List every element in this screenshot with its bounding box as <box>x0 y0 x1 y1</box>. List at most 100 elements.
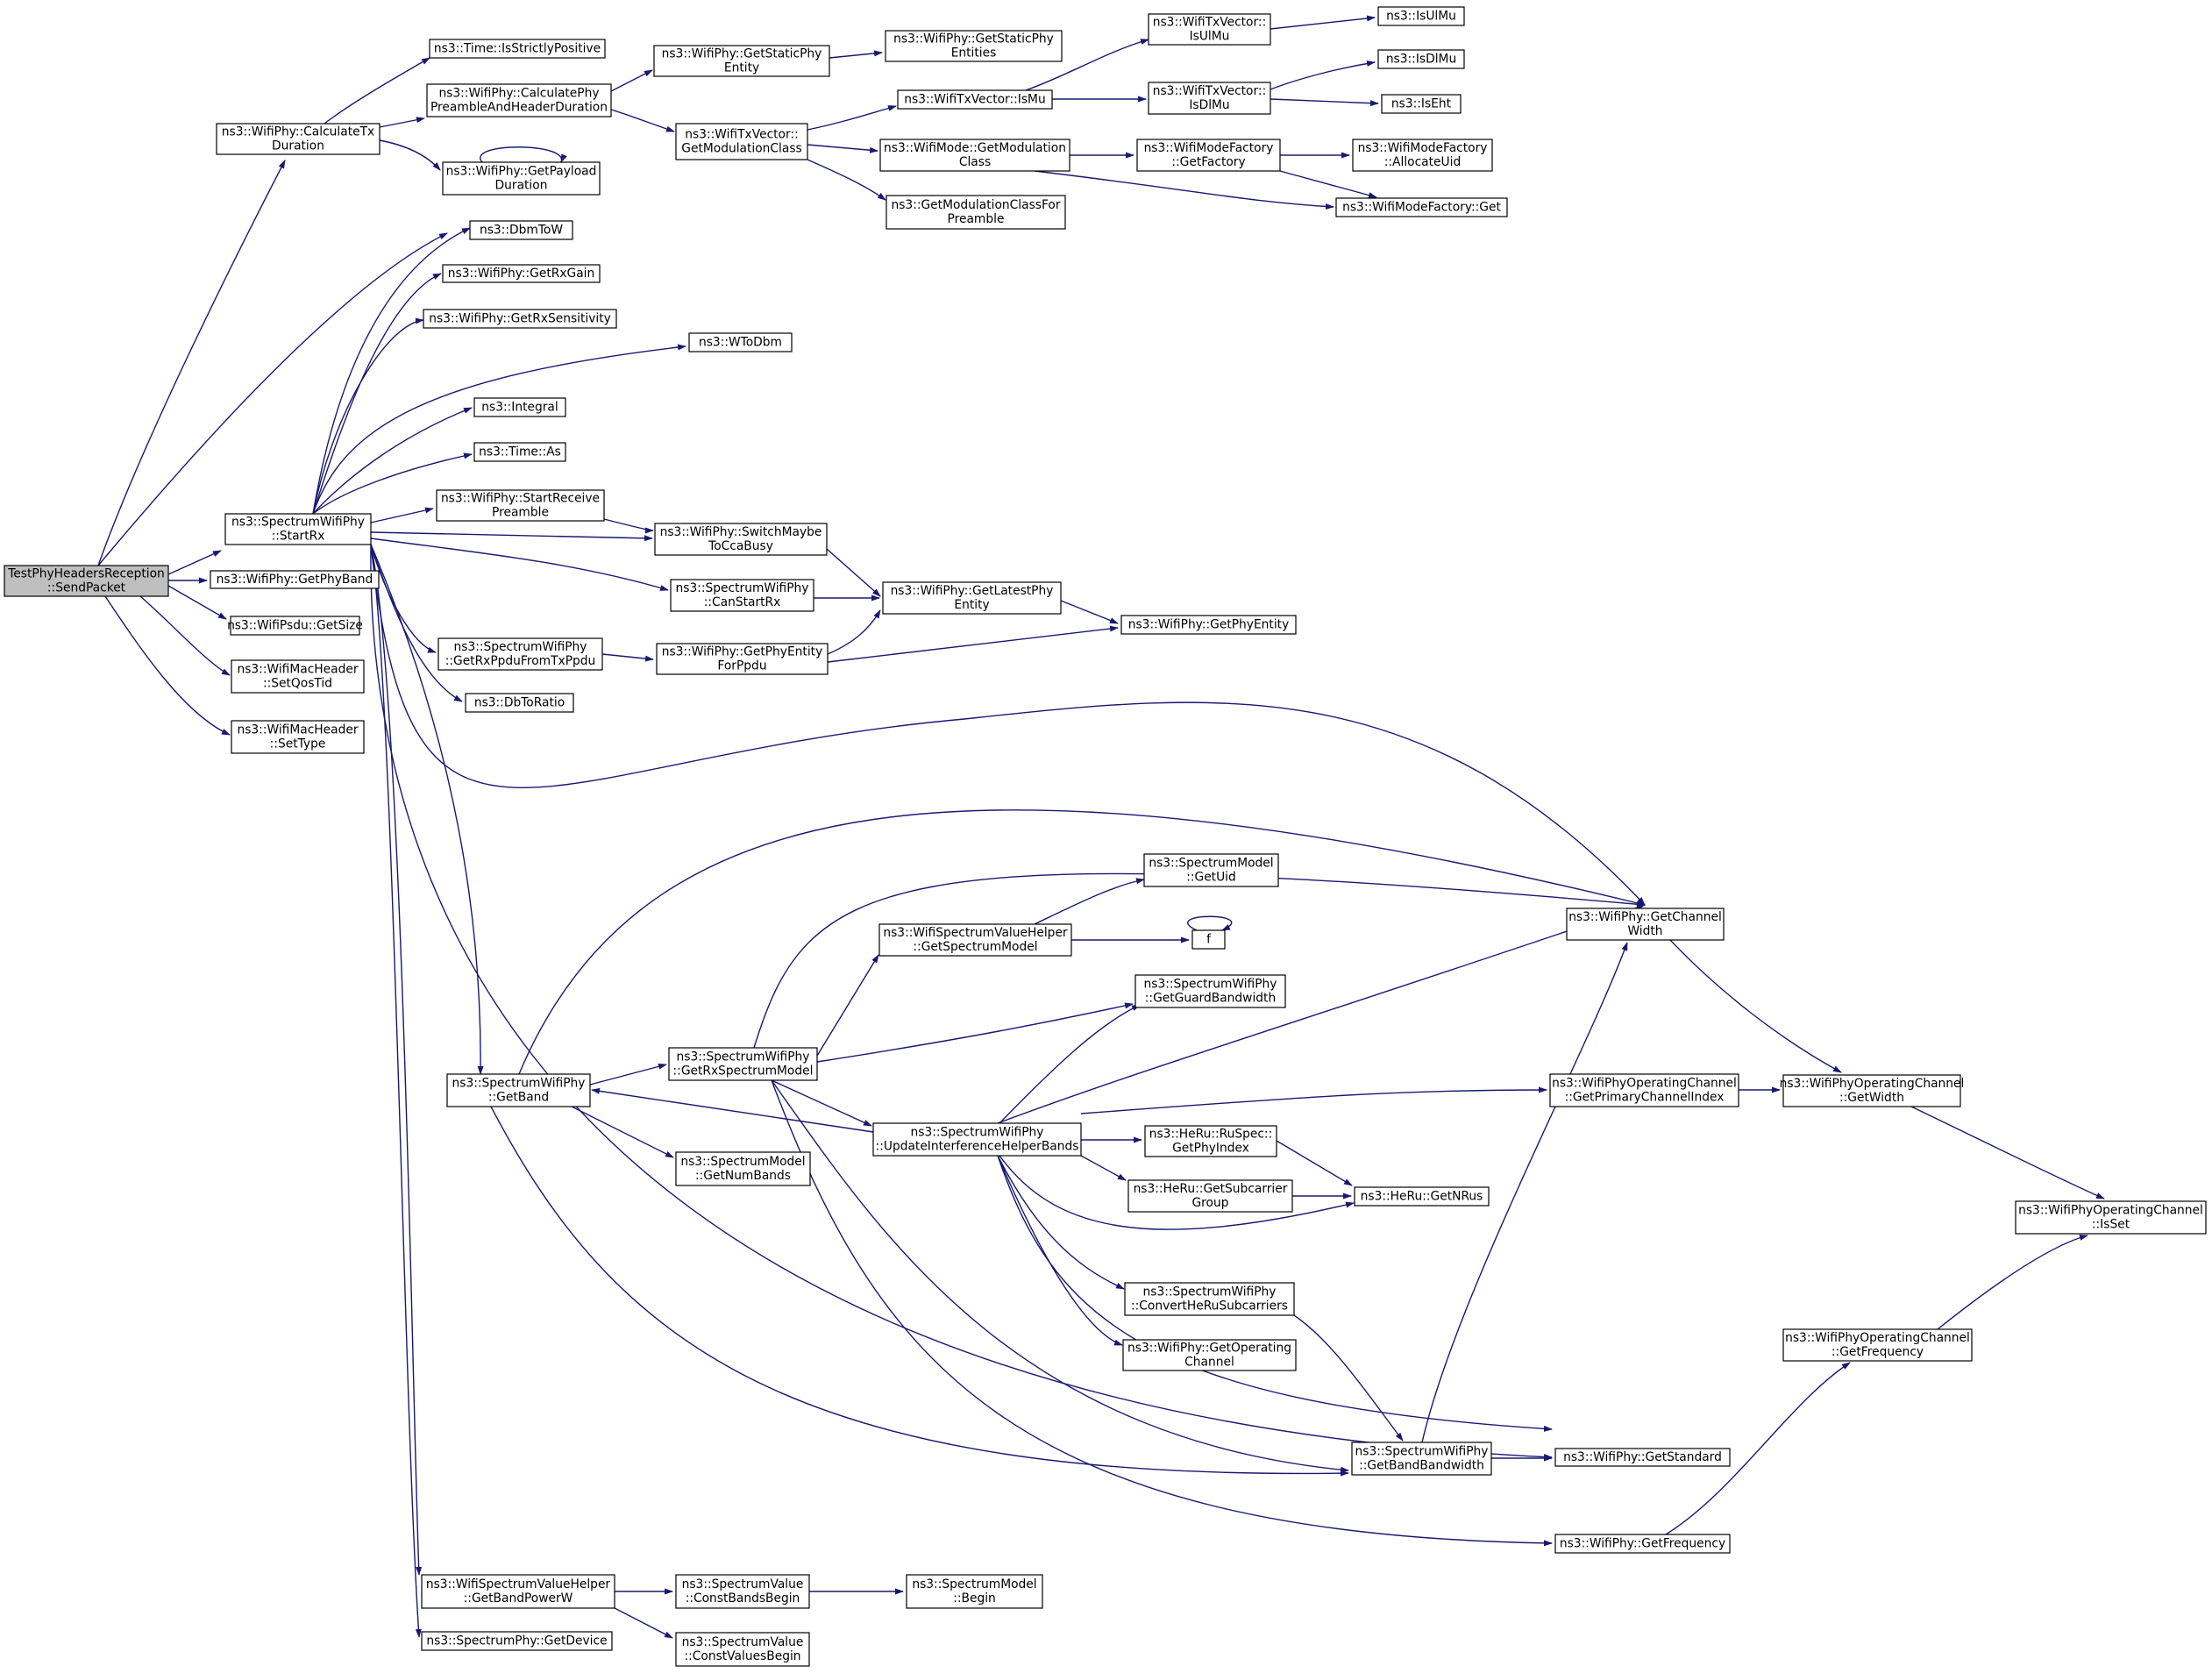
node-box <box>1554 1448 1731 1467</box>
function-node[interactable]: ns3::WifiTxVector::GetModulationClass <box>675 123 808 160</box>
node-box <box>442 161 601 196</box>
node-label: ::ConstBandsBegin <box>686 1591 800 1605</box>
node-label: IsUlMu <box>1190 30 1230 44</box>
function-node[interactable]: ns3::WifiPhyOperatingChannel::GetWidth <box>1780 1074 1965 1107</box>
call-edge <box>1665 1362 1851 1535</box>
function-node[interactable]: ns3::WifiMode::GetModulationClass <box>879 139 1070 172</box>
node-label: ns3::IsUlMu <box>1386 10 1456 24</box>
call-edge <box>312 317 424 515</box>
function-node[interactable]: ns3::SpectrumWifiPhy::CanStartRx <box>670 579 814 612</box>
function-node[interactable]: ns3::WifiModeFactory::Get <box>1335 197 1508 217</box>
function-node[interactable]: ns3::SpectrumWifiPhy::GetBand <box>446 1073 591 1107</box>
function-node[interactable]: f <box>1191 929 1226 950</box>
node-box <box>1148 13 1271 46</box>
function-node[interactable]: ns3::WifiModeFactory::GetFactory <box>1136 139 1281 172</box>
function-node[interactable]: ns3::HeRu::RuSpec::GetPhyIndex <box>1144 1125 1277 1157</box>
function-node[interactable]: ns3::WifiPhyOperatingChannel::GetPrimary… <box>1549 1073 1739 1107</box>
function-node[interactable]: ns3::SpectrumValue::ConstValuesBegin <box>675 1632 810 1667</box>
node-box <box>1122 1339 1297 1371</box>
function-node[interactable]: ns3::IsDlMu <box>1377 49 1465 69</box>
node-label: Duration <box>272 139 324 153</box>
function-node[interactable]: ns3::WifiMacHeader::SetQosTid <box>231 659 365 694</box>
function-node[interactable]: ns3::SpectrumValue::ConstBandsBegin <box>675 1574 810 1609</box>
call-edge <box>370 544 463 702</box>
function-node[interactable]: ns3::WToDbm <box>688 332 793 352</box>
function-node[interactable]: TestPhyHeadersReception::SendPacket <box>4 565 169 597</box>
function-node[interactable]: ns3::Integral <box>473 397 566 417</box>
node-label: Entity <box>724 61 759 75</box>
function-node[interactable]: ns3::IsUlMu <box>1377 6 1465 26</box>
function-node[interactable]: ns3::SpectrumWifiPhy::GetGuardBandwidth <box>1134 974 1286 1008</box>
node-label: PreambleAndHeaderDuration <box>430 101 608 115</box>
function-node[interactable]: ns3::WifiPhyOperatingChannel::GetFrequen… <box>1782 1328 1973 1362</box>
call-edges <box>97 15 2105 1639</box>
node-label: ns3::SpectrumWifiPhy <box>911 1126 1044 1140</box>
node-label: ns3::HeRu::RuSpec:: <box>1149 1128 1272 1142</box>
node-box <box>656 643 829 675</box>
function-node[interactable]: ns3::SpectrumWifiPhy::GetBandBandwidth <box>1351 1442 1492 1476</box>
node-label: ForPpdu <box>717 659 766 673</box>
node-label: ns3::WifiPhy::GetOperating <box>1127 1342 1291 1356</box>
function-node[interactable]: ns3::WifiPhy::GetPhyBand <box>210 570 380 589</box>
function-node[interactable]: ns3::WifiPhyOperatingChannel::IsSet <box>2015 1200 2207 1235</box>
node-box <box>1127 1179 1293 1213</box>
function-node[interactable]: ns3::WifiPhy::GetPhyEntity <box>1120 615 1297 635</box>
function-node[interactable]: ns3::DbmToW <box>469 220 573 240</box>
node-label: ::GetBandBandwidth <box>1359 1459 1484 1473</box>
call-edge <box>1034 878 1145 925</box>
function-node[interactable]: ns3::SpectrumPhy::GetDevice <box>421 1631 613 1651</box>
function-node[interactable]: ns3::SpectrumModel::GetUid <box>1143 853 1279 887</box>
function-node[interactable]: ns3::WifiPhy::GetRxSensitivity <box>423 309 617 329</box>
function-node[interactable]: ns3::Time::As <box>473 442 566 462</box>
function-node[interactable]: ns3::WifiTxVector::IsUlMu <box>1148 13 1271 46</box>
call-edge <box>370 544 1646 906</box>
function-node[interactable]: ns3::SpectrumWifiPhy::UpdateInterference… <box>872 1122 1082 1157</box>
node-label: ns3::WifiPhy::GetStandard <box>1563 1450 1722 1464</box>
node-box <box>423 309 617 329</box>
function-node[interactable]: ns3::DbToRatio <box>465 693 574 713</box>
function-node[interactable]: ns3::WifiTxVector::IsMu <box>897 89 1053 110</box>
function-node[interactable]: ns3::HeRu::GetNRus <box>1354 1186 1490 1207</box>
function-node[interactable]: ns3::WifiPsdu::GetSize <box>227 616 363 636</box>
function-node[interactable]: ns3::WifiPhy::CalculatePhyPreambleAndHea… <box>426 83 612 117</box>
node-label: ns3::WifiPhy::GetPhyEntity <box>1128 618 1290 632</box>
function-node[interactable]: ns3::WifiSpectrumValueHelper::GetBandPow… <box>421 1574 615 1609</box>
node-label: ns3::DbToRatio <box>474 696 565 710</box>
node-label: ns3::DbmToW <box>480 224 563 238</box>
node-label: Width <box>1627 924 1662 938</box>
node-label: Entities <box>951 46 997 61</box>
node-label: ns3::WifiPhyOperatingChannel <box>2018 1204 2203 1218</box>
function-node[interactable]: ns3::IsEht <box>1381 94 1462 114</box>
function-node[interactable]: ns3::Time::IsStrictlyPositive <box>429 39 606 59</box>
function-node[interactable]: ns3::WifiPhy::GetStandard <box>1554 1448 1731 1467</box>
node-label: ns3::WifiSpectrumValueHelper <box>883 926 1068 940</box>
function-node[interactable]: ns3::WifiTxVector::IsDlMu <box>1148 82 1271 115</box>
function-node[interactable]: ns3::WifiSpectrumValueHelper::GetSpectru… <box>878 923 1072 957</box>
call-edge <box>614 1607 673 1639</box>
node-label: ::GetRxPpduFromTxPpdu <box>445 654 596 668</box>
function-node[interactable]: ns3::WifiPhy::GetRxGain <box>442 264 601 283</box>
function-node[interactable]: ns3::SpectrumWifiPhy::GetRxPpduFromTxPpd… <box>437 637 603 671</box>
function-node[interactable]: ns3::SpectrumModel::GetNumBands <box>675 1151 811 1186</box>
function-node[interactable]: ns3::SpectrumModel::Begin <box>906 1574 1043 1609</box>
function-node[interactable]: ns3::SpectrumWifiPhy::StartRx <box>224 513 372 545</box>
function-node[interactable]: ns3::WifiPhy::GetFrequency <box>1554 1534 1731 1554</box>
function-node[interactable]: ns3::SpectrumWifiPhy::GetRxSpectrumModel <box>668 1047 818 1081</box>
function-node[interactable]: ns3::SpectrumWifiPhy::ConvertHeRuSubcarr… <box>1124 1282 1295 1316</box>
function-node[interactable]: ns3::WifiModeFactory::AllocateUid <box>1352 139 1493 172</box>
function-node[interactable]: ns3::WifiMacHeader::SetType <box>231 720 365 754</box>
node-label: ns3::WifiModeFactory <box>1144 141 1274 155</box>
node-label: ::GetGuardBandwidth <box>1145 992 1276 1006</box>
